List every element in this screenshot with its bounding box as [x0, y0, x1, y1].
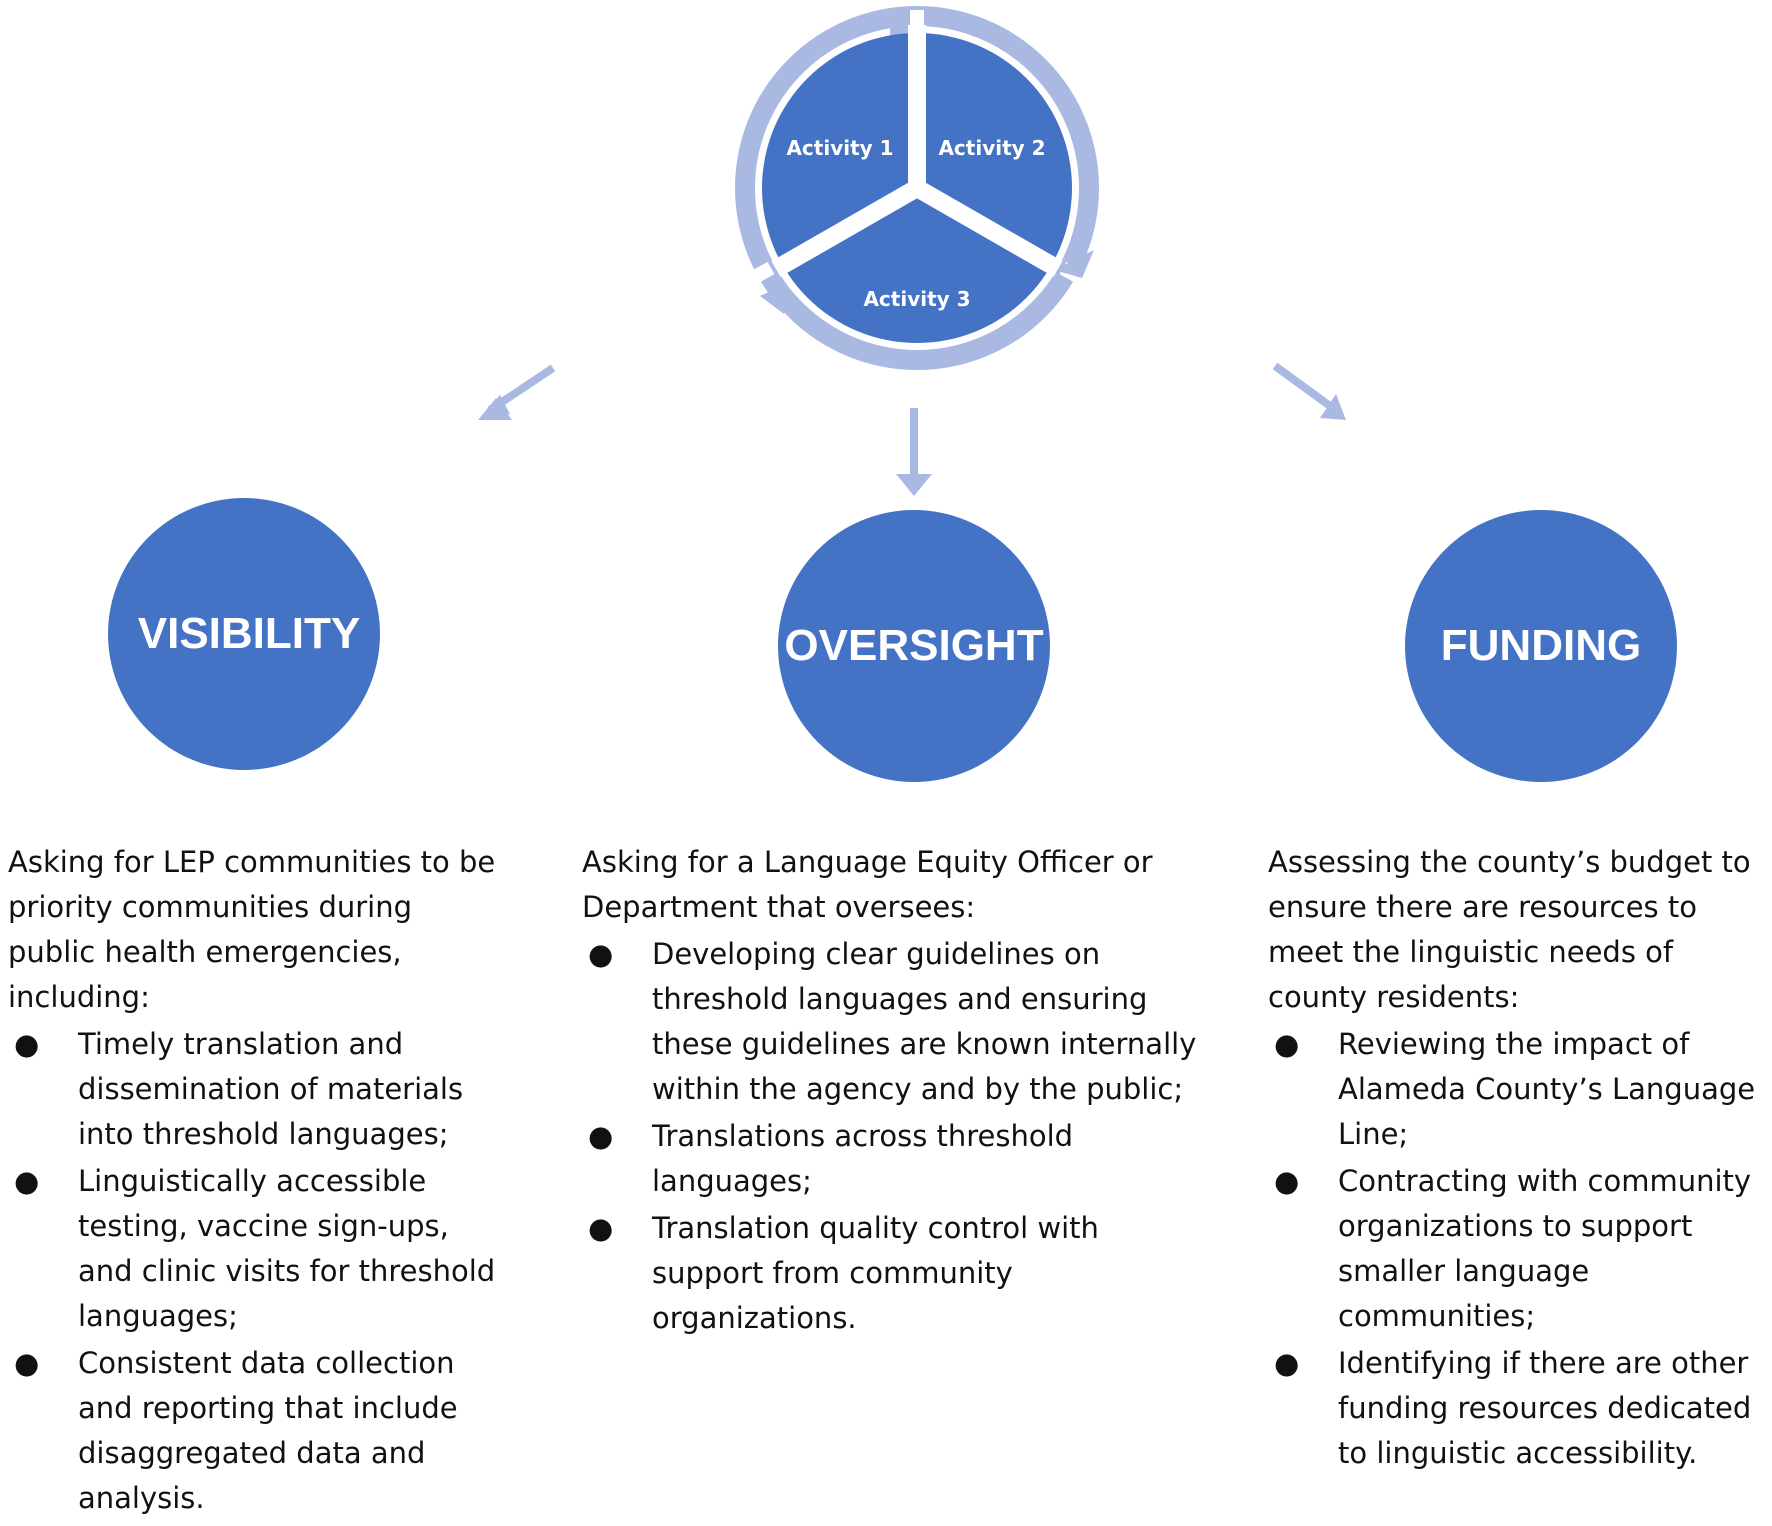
bullet-icon: ● — [14, 1027, 40, 1061]
arrow-to-visibility — [478, 364, 556, 420]
visibility-description: Asking for LEP communities to be priorit… — [8, 840, 508, 1521]
activity-cycle: Activity 1 Activity 2 Activity 3 — [735, 6, 1099, 370]
cycle-arrowhead-right — [1054, 250, 1094, 278]
bullet-icon: ● — [588, 937, 614, 971]
bullet-icon: ● — [588, 1119, 614, 1153]
list-item: ●Reviewing the impact of Alameda County’… — [1268, 1022, 1768, 1157]
pillar-oversight-label: OVERSIGHT — [784, 621, 1043, 670]
arrow-to-oversight — [896, 408, 932, 496]
pillar-oversight-circle — [778, 510, 1050, 782]
bullet-icon: ● — [14, 1164, 40, 1198]
list-item: ●Identifying if there are other funding … — [1268, 1341, 1768, 1476]
funding-description: Assessing the county’s budget to ensure … — [1268, 840, 1768, 1476]
oversight-list: ●Developing clear guidelines on threshol… — [582, 932, 1202, 1341]
visibility-list: ●Timely translation and dissemination of… — [8, 1022, 508, 1521]
list-item: ●Translation quality control with suppor… — [582, 1206, 1202, 1341]
list-item: ●Consistent data collection and reportin… — [8, 1341, 508, 1521]
cycle-arrowhead-left — [760, 284, 786, 314]
list-item: ●Developing clear guidelines on threshol… — [582, 932, 1202, 1112]
bullet-icon: ● — [1274, 1164, 1300, 1198]
activity-3-label: Activity 3 — [863, 287, 970, 311]
pillar-funding-label: FUNDING — [1441, 621, 1641, 670]
visibility-intro: Asking for LEP communities to be priorit… — [8, 845, 496, 1014]
bullet-icon: ● — [1274, 1027, 1300, 1061]
pillar-visibility-circle — [108, 498, 380, 770]
pillar-oversight: OVERSIGHT — [778, 510, 1050, 782]
funding-list: ●Reviewing the impact of Alameda County’… — [1268, 1022, 1768, 1476]
pillar-funding-circle — [1405, 510, 1677, 782]
pillar-funding: FUNDING — [1405, 510, 1677, 782]
list-item: ●Linguistically accessible testing, vacc… — [8, 1159, 508, 1339]
list-item: ●Translations across threshold languages… — [582, 1114, 1202, 1204]
list-item: ●Contracting with community organization… — [1268, 1159, 1768, 1339]
arrow-to-funding — [1272, 362, 1346, 420]
activity-1-label: Activity 1 — [786, 136, 893, 160]
bullet-icon: ● — [1274, 1346, 1300, 1380]
oversight-intro: Asking for a Language Equity Officer or … — [582, 845, 1153, 924]
bullet-icon: ● — [588, 1211, 614, 1245]
pillar-visibility: VISIBILITY — [108, 498, 380, 770]
bullet-icon: ● — [14, 1346, 40, 1380]
activity-2-label: Activity 2 — [938, 136, 1045, 160]
connector-arrows — [478, 362, 1346, 496]
oversight-description: Asking for a Language Equity Officer or … — [582, 840, 1202, 1341]
funding-intro: Assessing the county’s budget to ensure … — [1268, 845, 1751, 1014]
list-item: ●Timely translation and dissemination of… — [8, 1022, 508, 1157]
pillar-visibility-label: VISIBILITY — [138, 609, 360, 658]
